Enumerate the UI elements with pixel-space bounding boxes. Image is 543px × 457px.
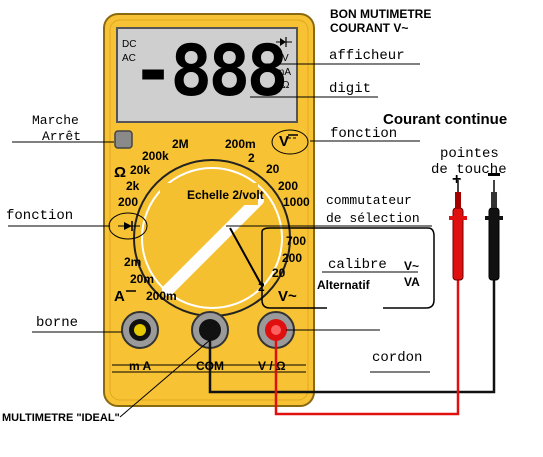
dial-symbol-v-dc: V <box>279 133 290 150</box>
function-v-dc-marker <box>271 129 309 155</box>
lcd-ac-label: AC <box>122 53 136 64</box>
dial-label-2M: 2M <box>172 137 189 151</box>
dial-label-1000: 1000 <box>283 195 310 209</box>
black-probe <box>485 180 503 281</box>
callout-cordon: cordon <box>372 350 423 366</box>
svg-text:+: + <box>452 171 461 188</box>
dial-symbol-a: A <box>114 288 125 305</box>
callout-commutateur: commutateur <box>326 193 412 208</box>
callout-fonction-right: fonction <box>330 126 398 142</box>
dial-label-ac-2: 2 <box>258 280 265 294</box>
dial-label-2k: 2k <box>126 179 140 193</box>
lcd-dc-label: DC <box>122 39 137 50</box>
dial-symbol-ohm: Ω <box>114 164 127 181</box>
callout-fonction-left: fonction <box>6 208 74 224</box>
callout-calibre-v: V~ <box>404 259 420 273</box>
callout-alternatif: Alternatif <box>317 278 370 292</box>
callout-borne: borne <box>36 315 79 331</box>
lcd-ma-label: mA <box>276 67 291 78</box>
terminal-label-v-ohm: V / Ω <box>258 359 286 373</box>
callout-calibre: calibre <box>328 257 387 273</box>
dial-label-2-top: 2 <box>248 151 255 165</box>
power-button <box>114 130 133 149</box>
dial-label-20-right: 20 <box>266 162 280 176</box>
dial-label-200m-top: 200m <box>225 137 256 151</box>
dial-label-2m: 2m <box>124 255 142 269</box>
callout-de-selection: de sélection <box>326 211 420 226</box>
red-lead <box>274 280 460 416</box>
title-line2: COURANT V~ <box>330 21 409 35</box>
lcd-display <box>116 27 298 123</box>
dial-label-20k: 20k <box>130 163 151 177</box>
dial-center-label: Echelle 2/volt <box>187 188 264 202</box>
lcd-reading: -888 <box>132 30 289 112</box>
terminal-v-ohm <box>257 311 295 349</box>
terminal-label-com: COM <box>196 359 224 373</box>
lcd-ohm-label: Ω <box>282 80 290 91</box>
selector-knob <box>162 194 264 296</box>
callout-afficheur: afficheur <box>329 48 405 64</box>
title-line1: BON MUTIMETRE <box>330 7 432 21</box>
terminal-ma <box>121 311 159 349</box>
dial-label-ac-200: 200 <box>282 251 303 265</box>
dial-label-200k: 200k <box>142 149 169 163</box>
callout-de-touche: de touche <box>431 162 507 178</box>
dial-symbol-v-ac: V~ <box>278 288 297 305</box>
dial-label-200-right: 200 <box>278 179 299 193</box>
lcd-v-label: V <box>282 53 289 64</box>
callout-pointes: pointes <box>440 146 499 162</box>
red-probe <box>449 180 467 281</box>
terminal-label-ma: m A <box>129 359 152 373</box>
terminal-com <box>191 311 229 349</box>
dial-label-20m: 20m <box>130 272 155 286</box>
dial-label-200m-bottom: 200m <box>146 289 177 303</box>
callout-arret: Arrêt <box>42 129 82 144</box>
selector-pointer <box>229 227 263 287</box>
dial-label-200-left: 200 <box>118 195 139 209</box>
black-lead <box>208 280 496 394</box>
callout-courant-continue: Courant continue <box>383 111 508 128</box>
dial-label-ac-20: 20 <box>272 266 286 280</box>
dial-label-ac-700: 700 <box>286 234 307 248</box>
callout-digit: digit <box>329 81 372 97</box>
callout-marche: Marche <box>32 113 79 128</box>
callout-multimetre-ideal: MULTIMETRE "IDEAL" <box>2 412 120 424</box>
callout-calibre-va: VA <box>404 275 420 289</box>
